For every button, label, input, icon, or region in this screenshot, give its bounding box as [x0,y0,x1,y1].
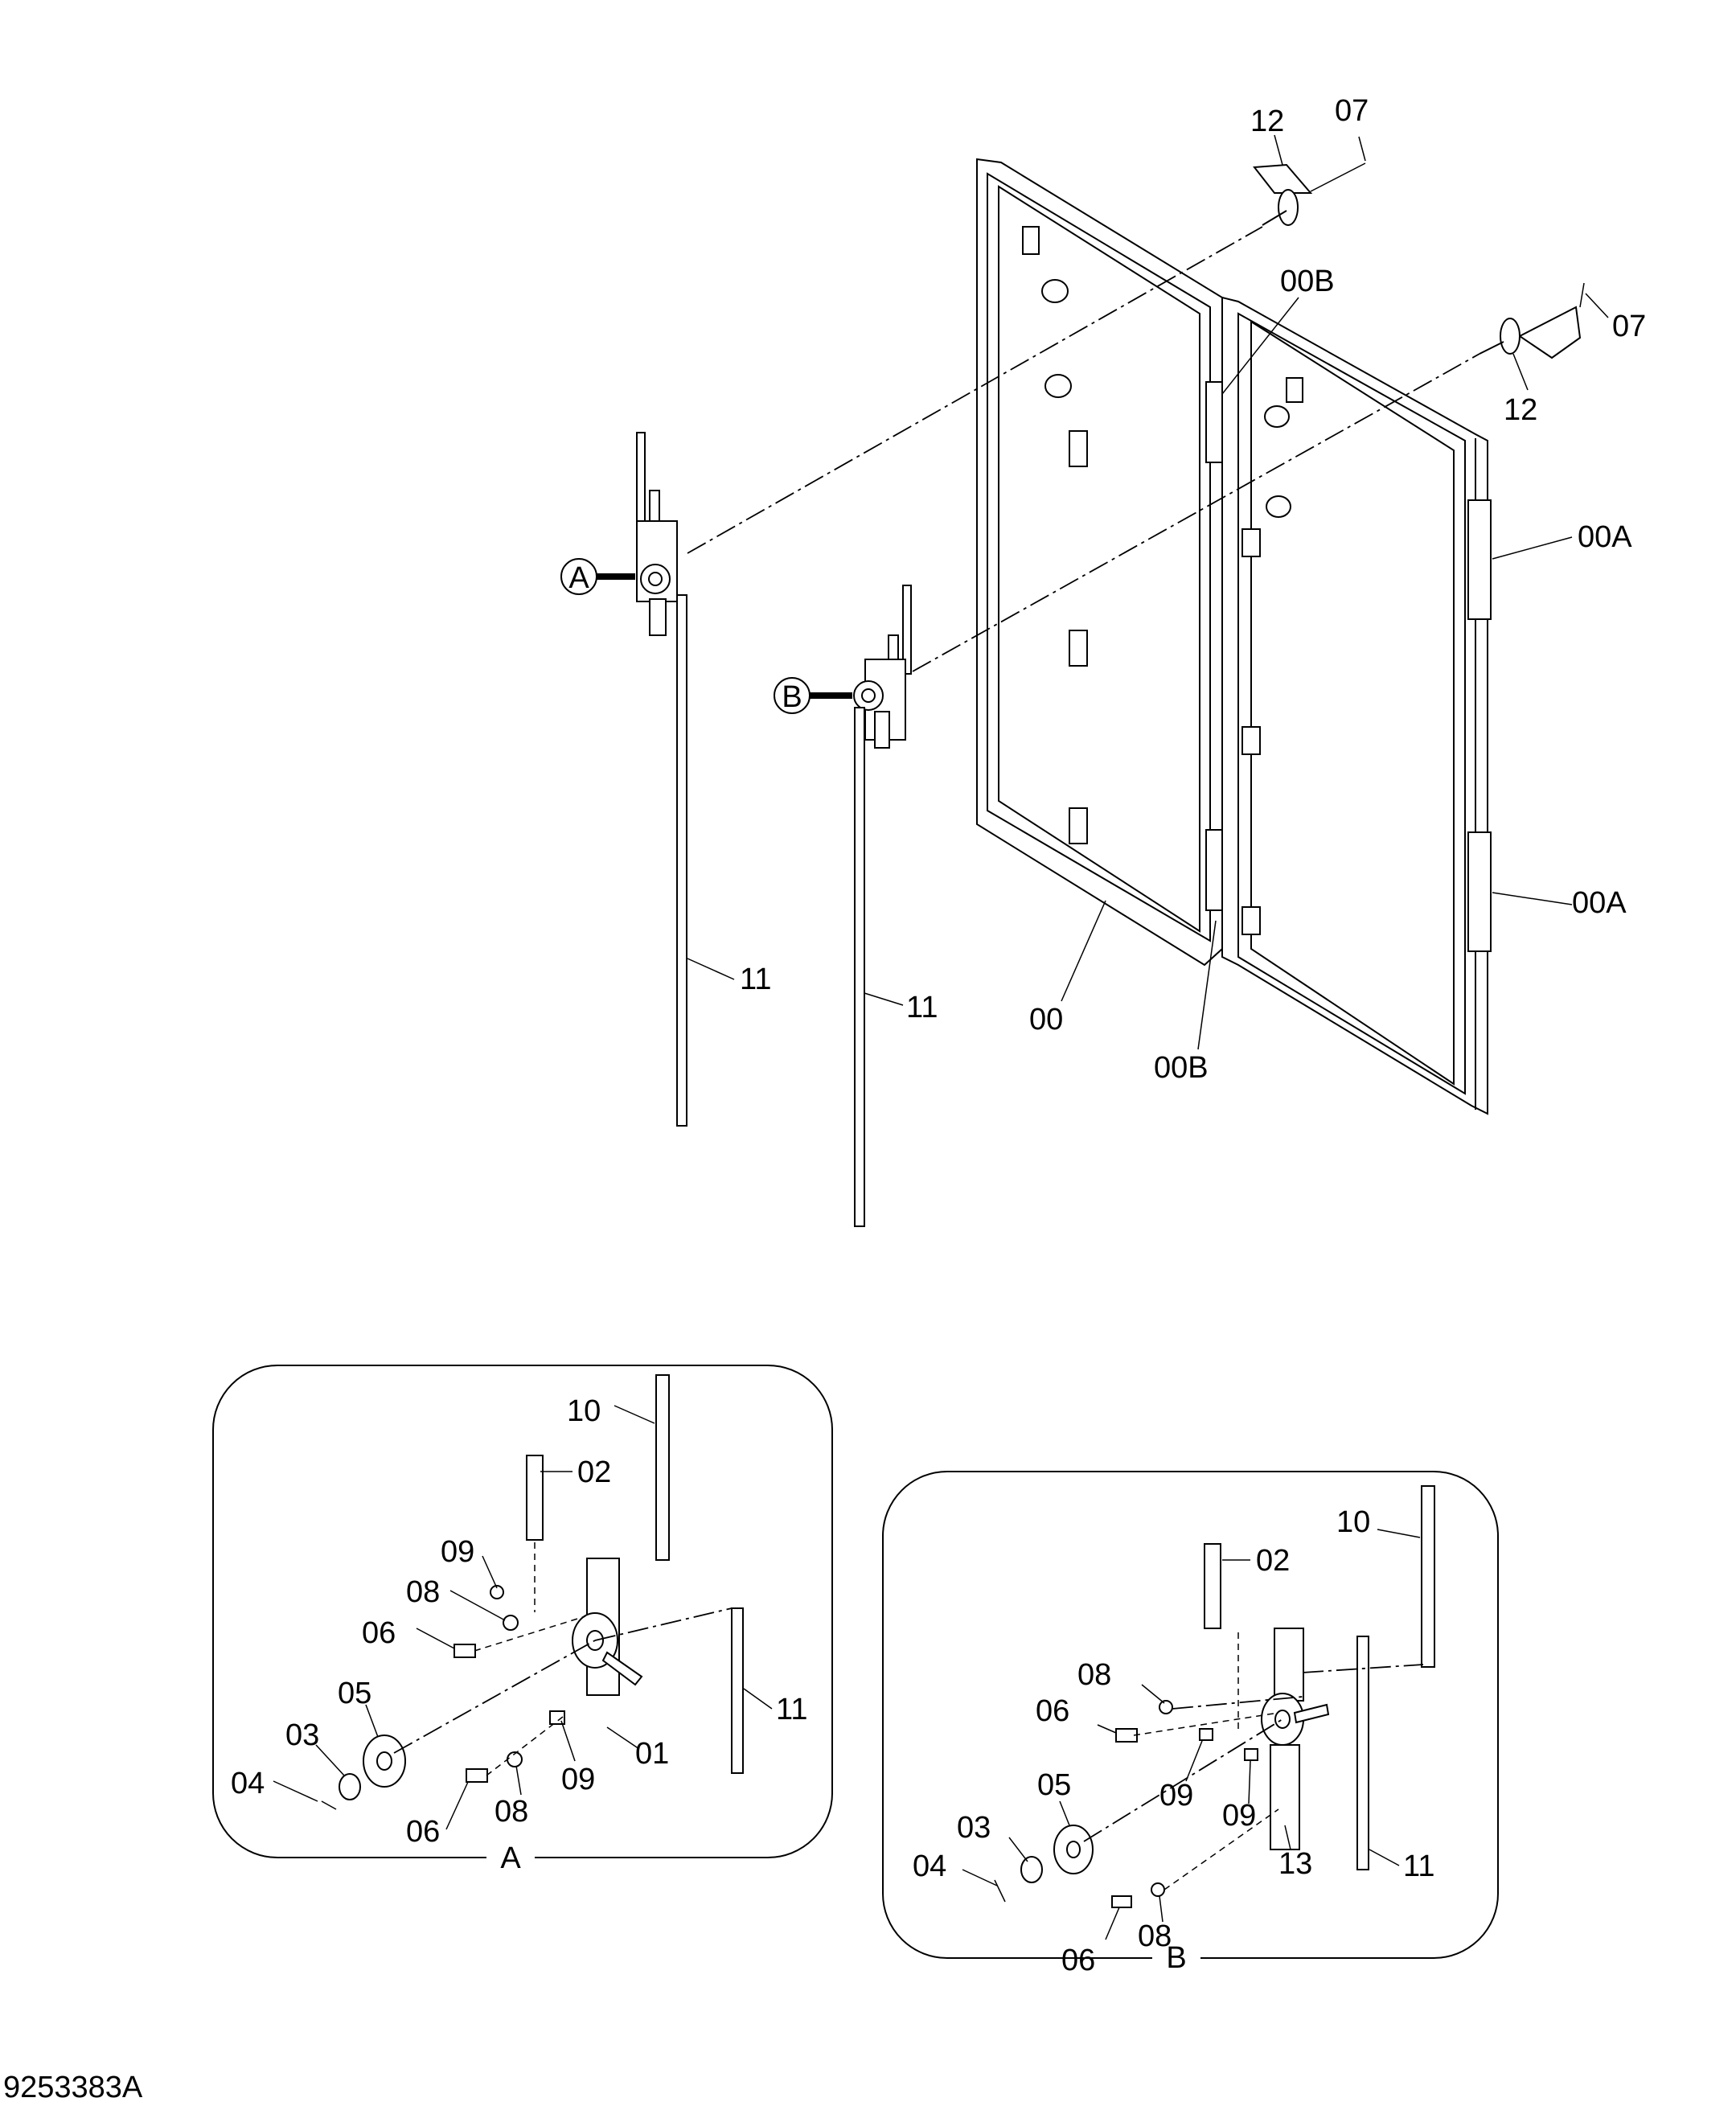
detail-a-label-02: 02 [577,1455,611,1489]
rod-assembly-b [853,585,912,1227]
detail-b-label-13: 13 [1278,1847,1312,1881]
detail-a-label-06-top: 06 [362,1616,396,1650]
detail-b-label-05: 05 [1037,1768,1071,1802]
label-11-mid: 11 [906,991,938,1024]
rod-assembly-a [636,432,687,1127]
detail-a-label-10: 10 [567,1394,601,1428]
detail-b-label-09-bottom: 09 [1222,1799,1256,1833]
callout-b-text: B [782,680,802,714]
label-00b-bottom: 00B [1154,1051,1209,1085]
detail-a-label-03: 03 [285,1718,319,1752]
detail-b-label-08-bottom: 08 [1138,1919,1172,1953]
handle-12-right [1479,282,1585,359]
label-00a-bottom: 00A [1572,886,1627,920]
handle-12-top [1253,162,1366,226]
callout-a-text: A [568,561,589,595]
detail-b-label-03: 03 [957,1811,991,1845]
detail-a-box: A [212,1365,833,1875]
detail-a-label-06-bottom: 06 [406,1815,440,1849]
leader-lines-main [687,134,1609,1050]
detail-b-label-11: 11 [1403,1849,1434,1883]
detail-b-label-09-top: 09 [1159,1779,1193,1812]
detail-a-caption: A [500,1841,521,1875]
detail-a-label-09-top: 09 [441,1535,474,1569]
detail-b-label-06-bottom: 06 [1061,1944,1095,1977]
detail-b-caption: B [1166,1941,1186,1975]
detail-a-label-08-bottom: 08 [495,1795,528,1829]
label-07-top: 07 [1335,94,1369,128]
label-00a-top: 00A [1578,520,1632,554]
callout-a-marker: A [560,558,635,595]
callout-b-marker: B [774,677,852,714]
detail-a-label-01: 01 [635,1737,669,1771]
label-00b-top: 00B [1280,265,1335,298]
right-door-panel [1221,296,1492,1115]
detail-b-box: B [882,1471,1499,1977]
detail-a-label-04: 04 [231,1767,265,1800]
detail-b-label-02: 02 [1256,1544,1290,1578]
figure-number: 9253383A [3,2071,143,2102]
detail-a-label-08-top: 08 [406,1575,440,1609]
detail-b-label-04: 04 [913,1849,946,1883]
label-07-right: 07 [1612,310,1646,343]
detail-a-label-09-bottom: 09 [561,1763,595,1796]
detail-b-label-08-top: 08 [1077,1658,1111,1692]
detail-a-label-05: 05 [338,1677,371,1710]
label-00: 00 [1029,1003,1063,1037]
detail-a-label-11: 11 [776,1693,807,1726]
detail-b-label-06-top: 06 [1036,1694,1069,1728]
label-12-top: 12 [1250,105,1284,138]
label-12-right: 12 [1504,393,1537,427]
detail-b-label-10: 10 [1336,1505,1370,1539]
left-door-panel [976,158,1225,967]
label-11-left: 11 [740,963,771,996]
